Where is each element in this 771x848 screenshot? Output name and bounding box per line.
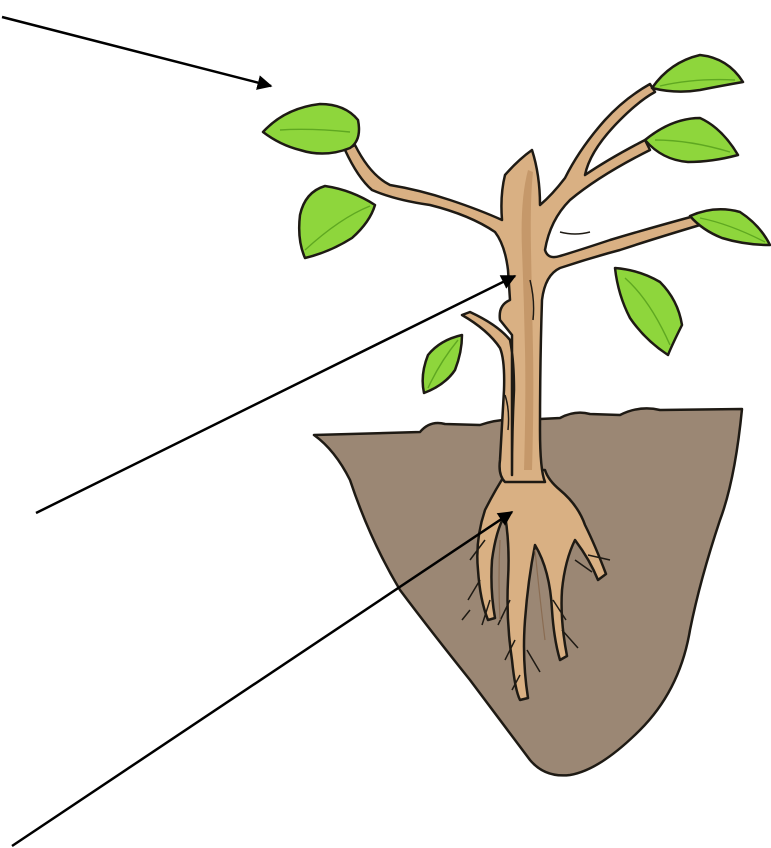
leaf-top-right (652, 55, 743, 92)
leaf-small-left (423, 335, 462, 393)
leaf-right-lower (615, 268, 682, 355)
arrow-to-leaves (2, 17, 271, 86)
leaf-left (299, 186, 375, 258)
arrow-to-roots (12, 512, 512, 846)
